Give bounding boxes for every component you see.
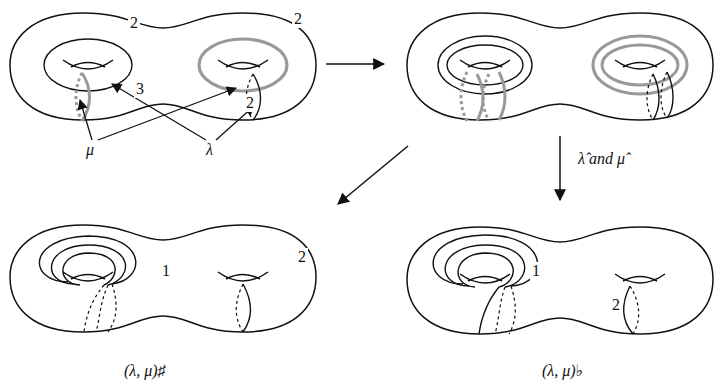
math-label: λ <box>204 141 215 159</box>
math-label: (λ, μ)♯ <box>122 362 168 380</box>
count-number: 2 <box>292 10 304 28</box>
count-number: 1 <box>160 262 172 280</box>
math-label: (λ, μ)♭ <box>540 362 585 380</box>
math-label: λ̂ and μ̂ <box>576 150 627 168</box>
count-number: 2 <box>128 14 140 32</box>
count-number: 2 <box>244 94 256 112</box>
count-number: 3 <box>134 80 146 98</box>
count-number: 1 <box>530 262 542 280</box>
count-number: 2 <box>296 248 308 266</box>
count-number: 2 <box>610 296 622 314</box>
math-label: μ <box>84 141 96 159</box>
